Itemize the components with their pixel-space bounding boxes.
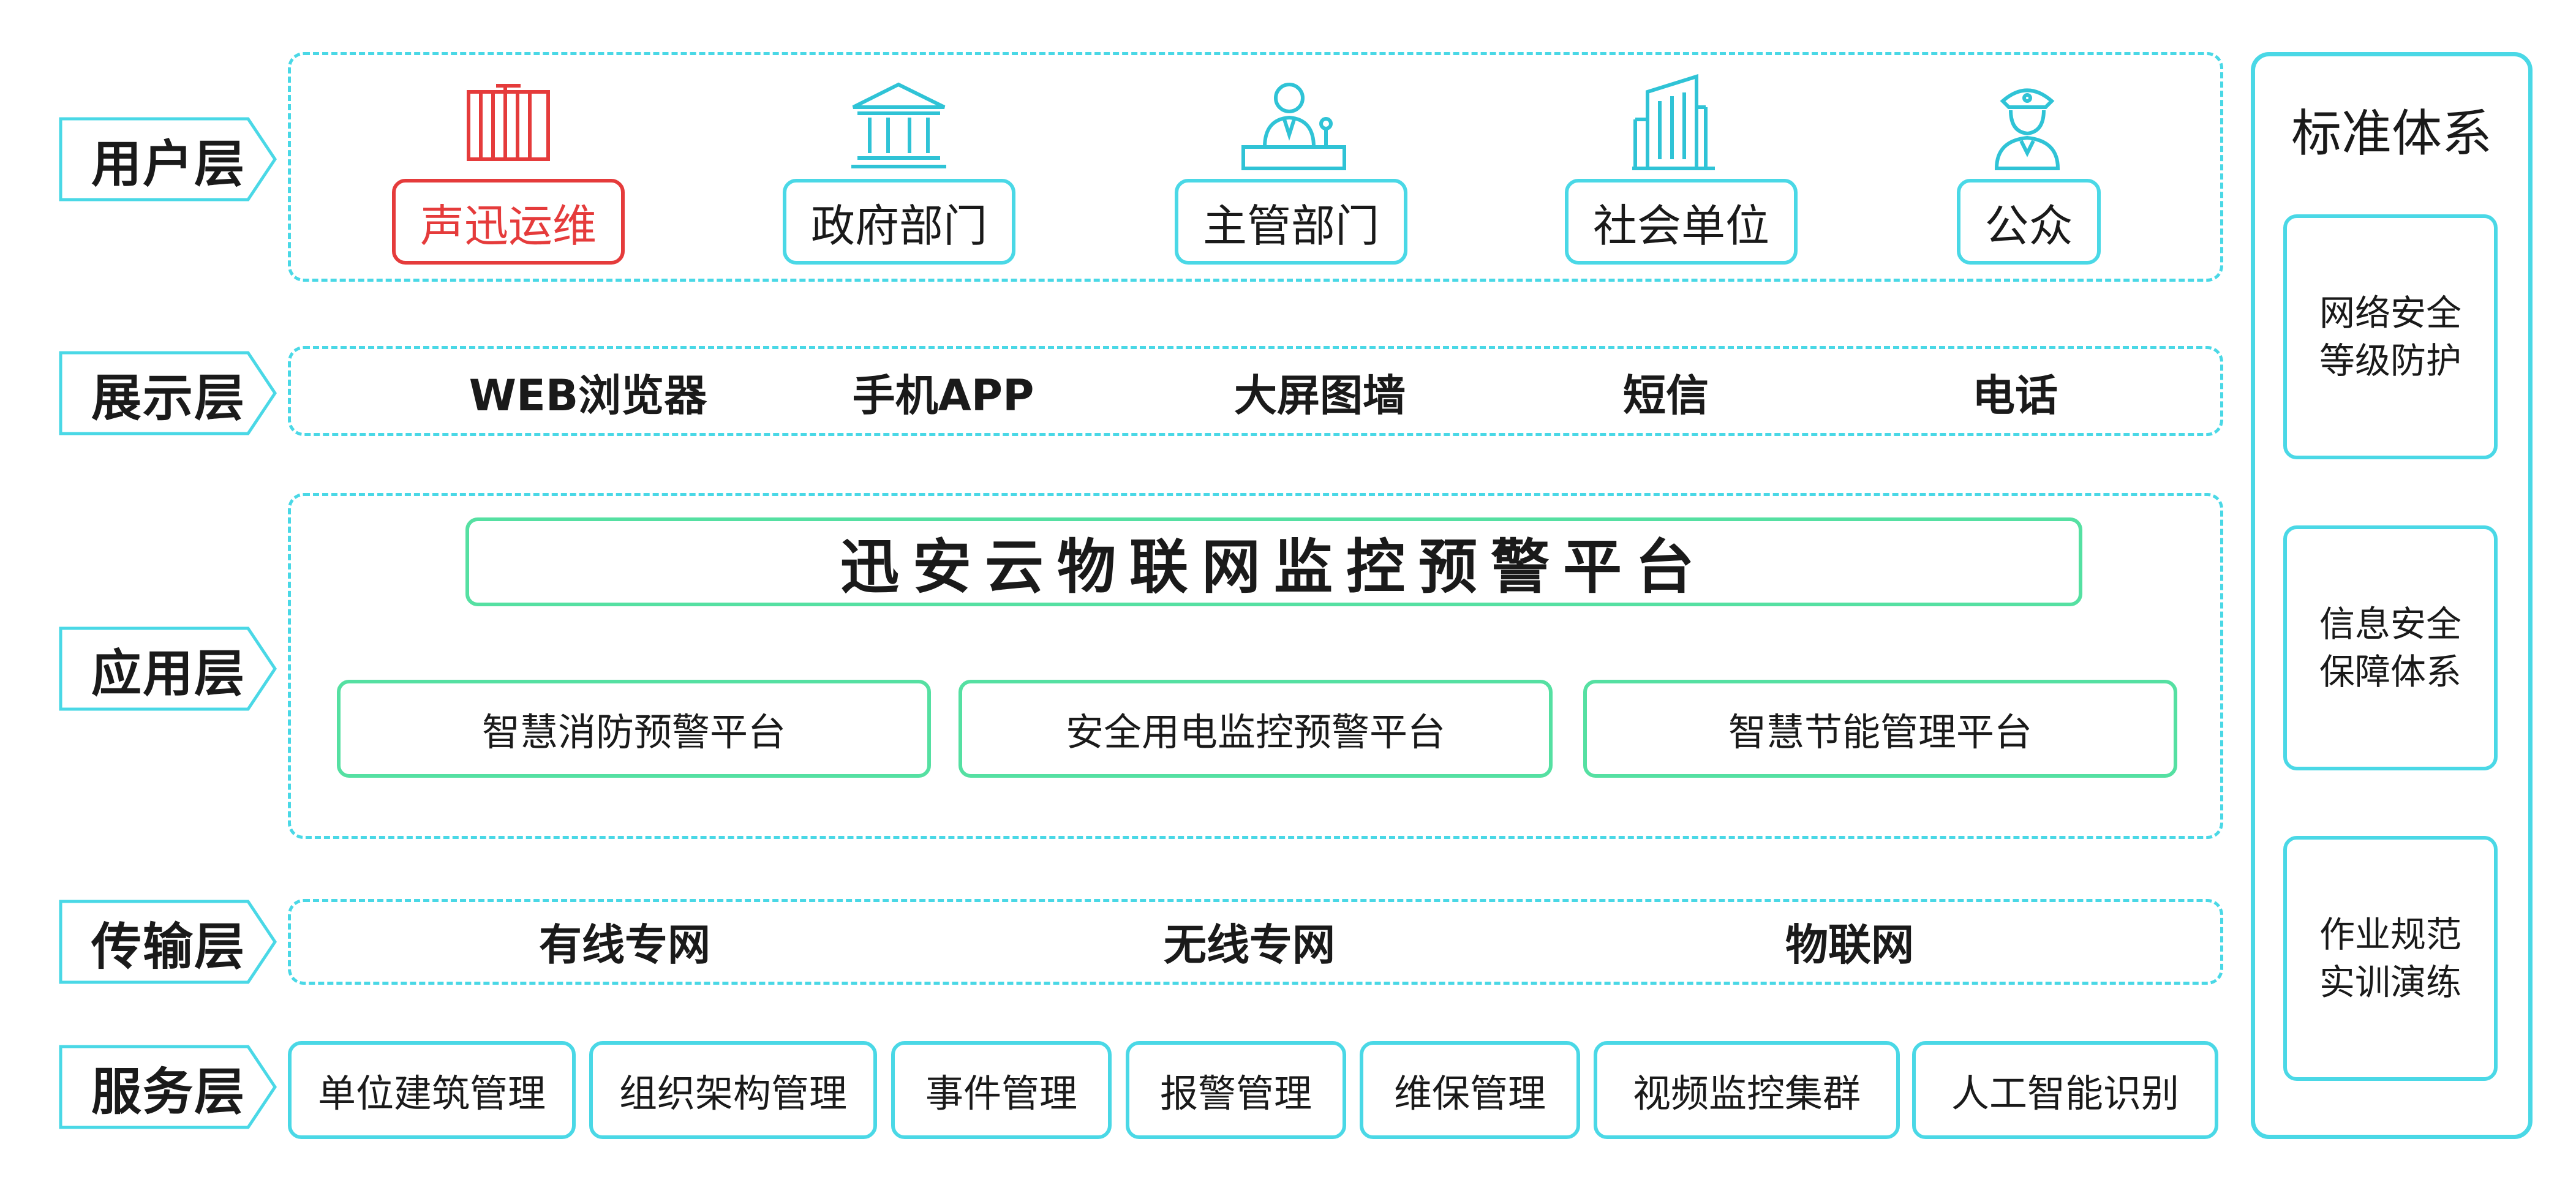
display-item-mobile-app: 手机APP: [852, 370, 1034, 421]
service-item-alarm: 报警管理: [1126, 1041, 1346, 1139]
layer-label-application: 应用层: [58, 626, 279, 712]
user-item-shengxun: 声迅运维: [392, 179, 625, 265]
service-item-video-cluster: 视频监控集群: [1594, 1041, 1900, 1139]
user-item-label: 政府部门: [810, 200, 987, 252]
sub-platform-energy: 智慧节能管理平台: [1583, 680, 2177, 778]
display-layer-panel: [288, 346, 2223, 436]
standard-network-security: 网络安全 等级防护: [2283, 214, 2498, 459]
layer-label-text: 用户层: [91, 135, 246, 194]
service-item-organization: 组织架构管理: [589, 1041, 877, 1139]
sub-platform-electrical: 安全用电监控预警平台: [958, 680, 1553, 778]
service-item-maintenance: 维保管理: [1360, 1041, 1580, 1139]
user-item-label: 公众: [1984, 200, 2073, 252]
layer-label-text: 展示层: [91, 369, 246, 427]
transport-item-wired: 有线专网: [539, 920, 710, 970]
transport-item-iot: 物联网: [1785, 920, 1914, 970]
standards-title: 标准体系: [2291, 104, 2492, 163]
layer-label-user: 用户层: [58, 116, 279, 202]
transport-layer-panel: [288, 899, 2223, 985]
police-officer-icon: [1987, 80, 2067, 171]
service-item-event: 事件管理: [891, 1041, 1112, 1139]
layer-label-transport: 传输层: [58, 899, 279, 985]
layer-label-text: 传输层: [91, 917, 246, 976]
standard-information-security: 信息安全 保障体系: [2283, 525, 2498, 770]
user-item-government: 政府部门: [783, 179, 1015, 265]
display-item-sms: 短信: [1623, 370, 1709, 421]
application-layer-panel: [288, 493, 2223, 839]
skyscraper-icon: [1629, 70, 1718, 171]
service-item-building: 单位建筑管理: [288, 1041, 576, 1139]
user-item-label: 主管部门: [1202, 200, 1379, 252]
layer-label-text: 应用层: [91, 644, 246, 703]
layer-label-text: 服务层: [91, 1062, 246, 1121]
platform-title: 迅安云物联网监控预警平台: [465, 517, 2082, 606]
user-layer-panel: [288, 52, 2223, 282]
sub-platform-fire: 智慧消防预警平台: [337, 680, 931, 778]
office-building-icon: [462, 80, 554, 165]
standard-operation-norms: 作业规范 实训演练: [2283, 836, 2498, 1081]
user-item-label: 声迅运维: [420, 200, 597, 252]
government-building-icon: [848, 80, 949, 171]
user-item-label: 社会单位: [1592, 200, 1769, 252]
display-item-phone: 电话: [1972, 370, 2058, 421]
user-item-public: 公众: [1957, 179, 2101, 265]
user-item-social-unit: 社会单位: [1565, 179, 1798, 265]
user-item-authority: 主管部门: [1175, 179, 1407, 265]
layer-label-display: 展示层: [58, 350, 279, 436]
official-at-desk-icon: [1240, 80, 1347, 171]
service-item-ai-recognition: 人工智能识别: [1912, 1041, 2218, 1139]
display-item-big-screen: 大屏图墙: [1234, 370, 1406, 421]
transport-item-wireless: 无线专网: [1164, 920, 1335, 970]
layer-label-service: 服务层: [58, 1044, 279, 1130]
display-item-web-browser: WEB浏览器: [469, 370, 707, 421]
